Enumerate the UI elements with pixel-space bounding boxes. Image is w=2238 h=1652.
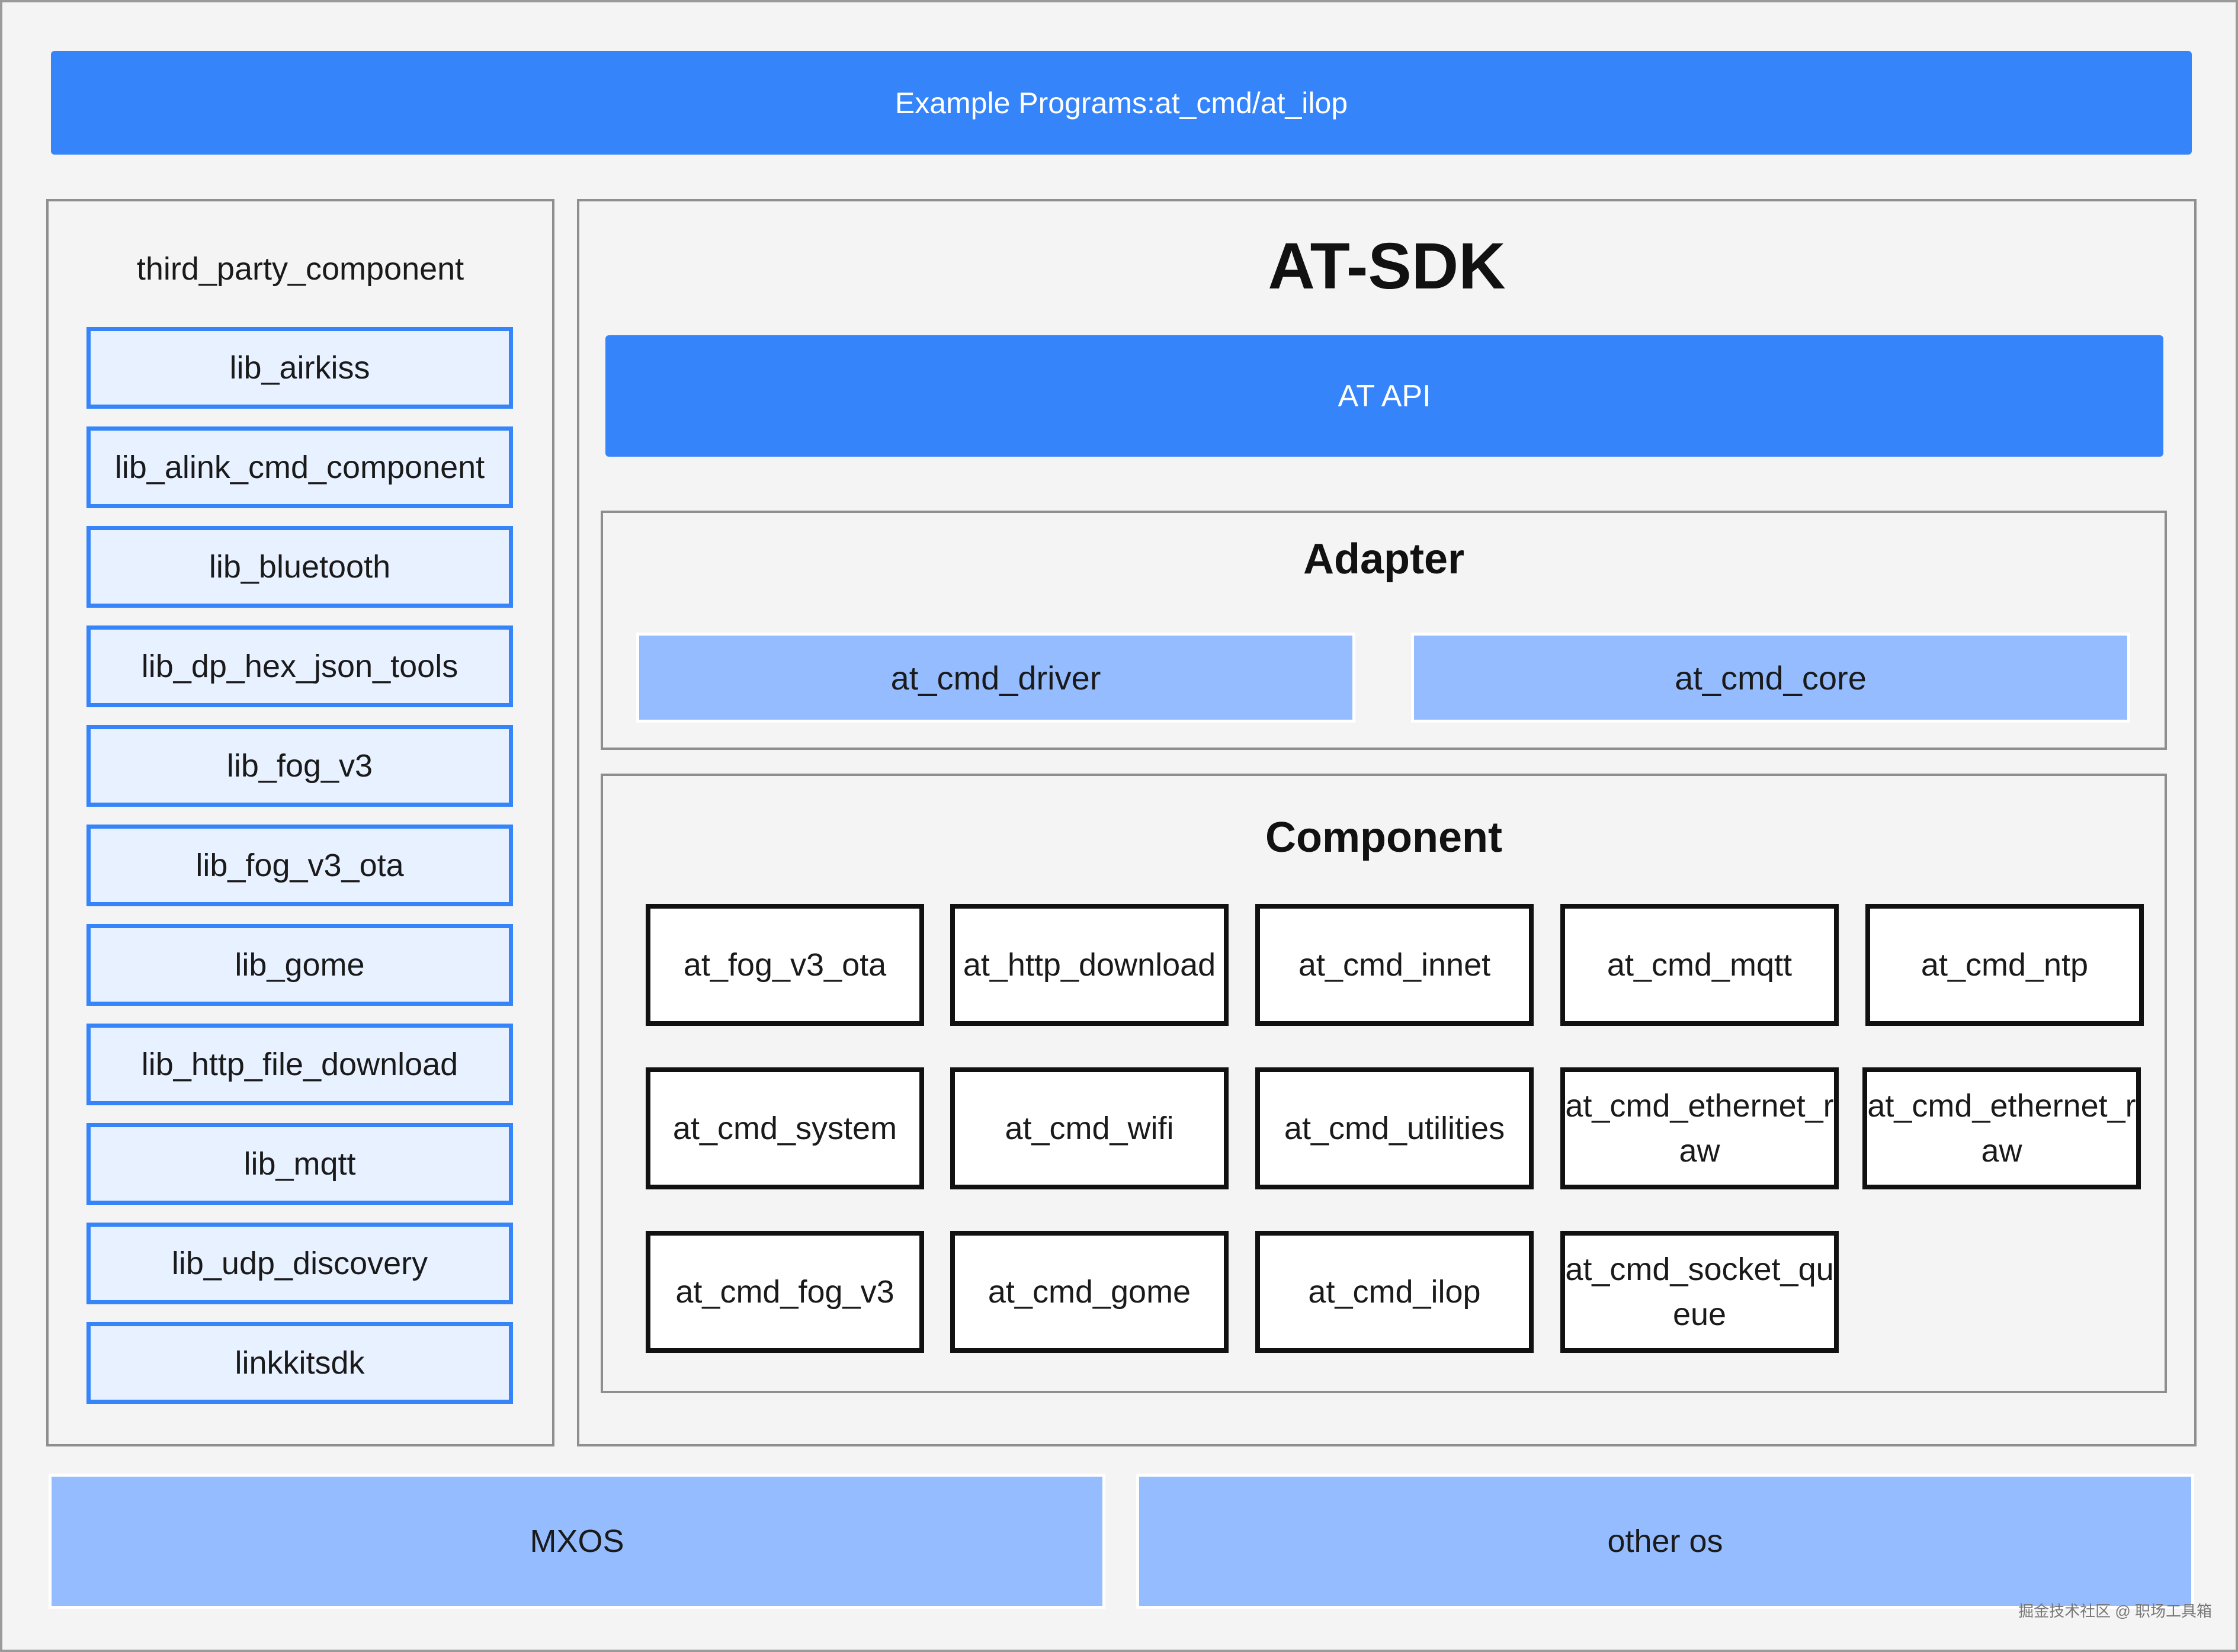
at-api-label: AT API xyxy=(1338,378,1431,413)
lib-item-label: lib_udp_discovery xyxy=(171,1246,428,1281)
component-item: at_http_download xyxy=(950,904,1229,1026)
lib-item: lib_gome xyxy=(86,924,513,1006)
example-programs-banner: Example Programs:at_cmd/at_ilop xyxy=(51,51,2192,155)
adapter-title: Adapter xyxy=(1303,535,1465,583)
component-item: at_cmd_gome xyxy=(950,1231,1229,1353)
component-item: at_cmd_fog_v3 xyxy=(646,1231,924,1353)
component-title: Component xyxy=(1265,814,1502,861)
component-item-label: at_cmd_ilop xyxy=(1308,1274,1481,1310)
component-item-label: at_cmd_system xyxy=(672,1111,897,1146)
component-item: at_cmd_innet xyxy=(1255,904,1534,1026)
lib-item: lib_http_file_download xyxy=(86,1024,513,1105)
adapter-item-label: at_cmd_driver xyxy=(890,659,1101,697)
lib-item-label: lib_gome xyxy=(235,947,365,983)
component-item: at_cmd_ntp xyxy=(1865,904,2144,1026)
component-item: at_cmd_system xyxy=(646,1067,924,1189)
os-box-other: other os xyxy=(1136,1474,2194,1609)
os-label: MXOS xyxy=(530,1523,624,1559)
os-label: other os xyxy=(1607,1523,1723,1559)
lib-item: lib_airkiss xyxy=(86,327,513,409)
adapter-item-label: at_cmd_core xyxy=(1675,659,1867,697)
at-api-bar: AT API xyxy=(605,335,2163,457)
lib-item-label: lib_alink_cmd_component xyxy=(114,450,485,485)
example-programs-label: Example Programs:at_cmd/at_ilop xyxy=(894,86,1348,120)
at-sdk-title: AT-SDK xyxy=(1268,229,1506,303)
lib-item-label: lib_bluetooth xyxy=(209,549,391,585)
component-item: at_cmd_socket_queue xyxy=(1560,1231,1839,1353)
component-item: at_cmd_ethernet_raw xyxy=(1862,1067,2141,1189)
component-item-label: at_cmd_ntp xyxy=(1920,947,2089,983)
component-item-label: at_fog_v3_ota xyxy=(683,947,887,983)
third-party-component-title: third_party_component xyxy=(136,251,464,287)
lib-item: lib_fog_v3 xyxy=(86,725,513,807)
lib-item: linkkitsdk xyxy=(86,1322,513,1404)
component-item-label: at_cmd_ethernet_raw xyxy=(1867,1088,2136,1169)
component-item: at_cmd_ilop xyxy=(1255,1231,1534,1353)
lib-item: lib_udp_discovery xyxy=(86,1223,513,1304)
lib-item: lib_mqtt xyxy=(86,1123,513,1205)
lib-item-label: lib_http_file_download xyxy=(141,1047,458,1082)
lib-item-label: lib_mqtt xyxy=(243,1146,356,1182)
adapter-item-at-cmd-driver: at_cmd_driver xyxy=(636,633,1355,723)
component-item: at_cmd_wifi xyxy=(950,1067,1229,1189)
component-item: at_cmd_utilities xyxy=(1255,1067,1534,1189)
lib-item: lib_fog_v3_ota xyxy=(86,825,513,906)
component-item-label: at_cmd_ethernet_raw xyxy=(1565,1088,1834,1169)
component-item: at_fog_v3_ota xyxy=(646,904,924,1026)
component-item-label: at_cmd_mqtt xyxy=(1607,947,1793,983)
lib-item-label: lib_fog_v3 xyxy=(226,748,373,784)
component-item-label: at_cmd_wifi xyxy=(1005,1111,1174,1146)
os-box-mxos: MXOS xyxy=(49,1474,1105,1609)
lib-item-label: lib_fog_v3_ota xyxy=(195,848,404,883)
lib-item: lib_alink_cmd_component xyxy=(86,426,513,508)
lib-item-label: lib_dp_hex_json_tools xyxy=(141,649,458,684)
lib-item-label: lib_airkiss xyxy=(229,350,370,386)
lib-item: lib_bluetooth xyxy=(86,526,513,608)
component-item-label: at_cmd_gome xyxy=(987,1274,1191,1310)
lib-item-label: linkkitsdk xyxy=(235,1345,365,1381)
lib-item: lib_dp_hex_json_tools xyxy=(86,625,513,707)
adapter-item-at-cmd-core: at_cmd_core xyxy=(1411,633,2130,723)
watermark: 掘金技术社区 @ 职场工具箱 xyxy=(2018,1602,2212,1620)
component-item-label: at_cmd_utilities xyxy=(1284,1111,1505,1146)
component-item: at_cmd_ethernet_raw xyxy=(1560,1067,1839,1189)
component-item-label: at_cmd_innet xyxy=(1298,947,1491,983)
component-item-label: at_cmd_fog_v3 xyxy=(675,1274,894,1310)
component-item-label: at_http_download xyxy=(963,947,1216,983)
component-item-label: at_cmd_socket_queue xyxy=(1565,1252,1834,1332)
component-item: at_cmd_mqtt xyxy=(1560,904,1839,1026)
